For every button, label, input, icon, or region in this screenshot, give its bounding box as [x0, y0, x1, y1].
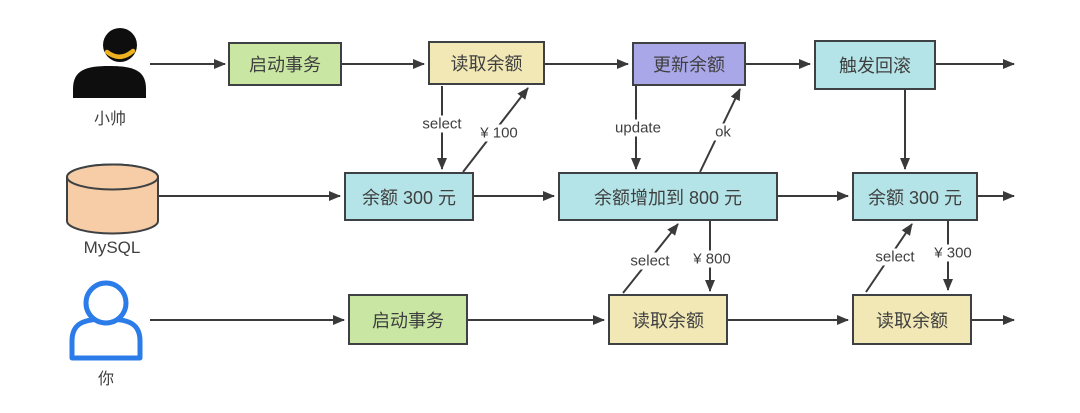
node-balance-300-first: 余额 300 元: [344, 172, 474, 221]
edge-label-select-2: select: [627, 252, 673, 270]
edge-label-update: update: [612, 119, 664, 137]
edge-label-ok: ok: [712, 123, 734, 141]
node-read-balance-top: 读取余额: [428, 41, 545, 85]
actor-label-xiaoshuai: 小帅: [93, 111, 127, 128]
edge-label-select-3: select: [872, 248, 918, 266]
edge-label-amount-100: ¥ 100: [477, 124, 521, 142]
person-icon-xiaoshuai: [73, 28, 146, 98]
actor-label-you: 你: [97, 371, 115, 388]
edge-label-amount-300: ¥ 300: [931, 244, 975, 262]
node-update-balance: 更新余额: [632, 42, 746, 86]
actor-label-mysql: MySQL: [83, 238, 141, 257]
edge-label-amount-800: ¥ 800: [690, 250, 734, 268]
node-read-balance-bottom-1: 读取余额: [608, 294, 728, 345]
node-start-transaction-top: 启动事务: [228, 42, 342, 86]
node-read-balance-bottom-2: 读取余额: [852, 294, 972, 345]
database-icon-mysql: [66, 163, 159, 235]
node-balance-increased-800: 余额增加到 800 元: [558, 172, 778, 221]
node-trigger-rollback: 触发回滚: [814, 40, 936, 90]
person-icon-you: [69, 280, 143, 361]
edge-label-select-1: select: [419, 115, 465, 133]
node-balance-300-second: 余额 300 元: [852, 172, 978, 221]
node-start-transaction-bottom: 启动事务: [348, 294, 468, 345]
